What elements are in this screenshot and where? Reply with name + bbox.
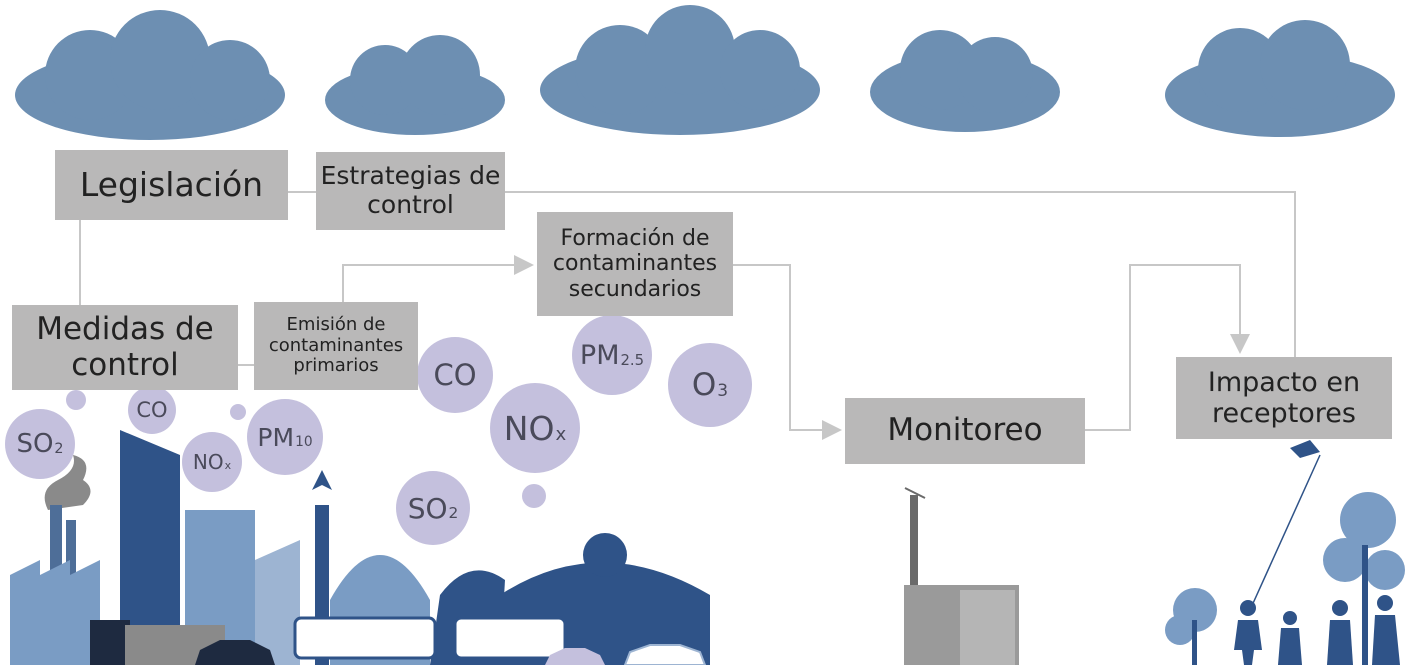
- connector-emision-formacion: [342, 255, 534, 302]
- car-icon: [545, 648, 605, 665]
- pollutant-main: CO: [433, 358, 477, 392]
- medidas-line2: control: [71, 346, 179, 383]
- pollutant-sub: 10: [295, 433, 313, 450]
- connector-estrategias-impacto: [505, 191, 1296, 358]
- tower-icon: [120, 430, 180, 665]
- pollutant-main: PM: [257, 422, 295, 452]
- person-icon: [1278, 611, 1302, 665]
- pollutant-main: SO: [16, 429, 54, 459]
- pollutant-sub: 2.5: [620, 351, 645, 370]
- bubble-o3: [668, 343, 752, 427]
- estrategias-line2: control: [367, 190, 454, 219]
- emision-box: Emisión de contaminantes primarios: [254, 302, 418, 390]
- pollutant-sub: 2: [54, 441, 64, 457]
- kite-icon: [1290, 440, 1320, 458]
- formacion-line2: contaminantes: [552, 251, 718, 277]
- pollutant-main: CO: [136, 398, 168, 422]
- emision-line1: Emisión de: [286, 313, 386, 335]
- bubble-decor: [230, 404, 246, 420]
- chimney-icon: [66, 520, 76, 615]
- city-skyline: [10, 430, 710, 665]
- legislacion-box: Legislación: [55, 150, 288, 220]
- bubble-decor: [66, 390, 86, 410]
- pollutant-sub: 3: [717, 380, 729, 401]
- pollutant-main: PM: [579, 339, 620, 371]
- person-icon: [1327, 600, 1353, 665]
- pollutant-main: NO: [192, 450, 224, 474]
- legislacion-label: Legislación: [79, 165, 264, 205]
- pollutant-bubbles: [5, 315, 752, 545]
- pollutant-sub: 2: [448, 504, 459, 523]
- monitoring-station-icon: [904, 487, 1019, 665]
- bubble-decor: [522, 484, 546, 508]
- cloud-icon: [15, 10, 285, 140]
- receptors-icon: [1165, 440, 1405, 665]
- clouds: [15, 5, 1395, 140]
- tree-icon: [1323, 492, 1405, 665]
- connector-formacion-monitoreo: [733, 264, 842, 440]
- monitoreo-box: Monitoreo: [845, 398, 1085, 464]
- cloud-icon: [870, 30, 1060, 132]
- cloud-icon: [540, 5, 820, 135]
- connectors: [79, 191, 1296, 440]
- emision-line3: primarios: [293, 355, 379, 377]
- bubble-so2-mid: [396, 471, 470, 545]
- cloud-icon: [325, 35, 505, 135]
- medidas-line1: Medidas de: [36, 310, 214, 347]
- formacion-line1: Formación de: [560, 226, 710, 252]
- bus-icon: [453, 616, 567, 660]
- pollutant-co-mid: CO: [417, 355, 493, 395]
- bubble-co-small: [128, 386, 176, 434]
- tree-icon: [1165, 588, 1217, 665]
- estrategias-line1: Estrategias de: [320, 161, 501, 191]
- bubble-co-mid: [417, 337, 493, 413]
- car-icon: [195, 640, 275, 665]
- pollutant-main: SO: [407, 491, 448, 525]
- palace-dome-icon: [583, 533, 627, 577]
- formacion-box: Formación de contaminantes secundarios: [537, 212, 733, 316]
- factory-icon: [10, 560, 100, 665]
- pollutant-main: O: [691, 367, 717, 403]
- pollutant-sub: x: [555, 423, 567, 445]
- cloud-icon: [1165, 20, 1395, 137]
- person-icon: [1372, 595, 1400, 665]
- impacto-line2: receptores: [1211, 398, 1356, 429]
- impacto-line1: Impacto en: [1207, 366, 1361, 398]
- building-icon: [255, 540, 300, 665]
- pollutant-sub: x: [224, 459, 232, 473]
- kite-string-icon: [1249, 454, 1321, 611]
- angel-statue-icon: [312, 470, 332, 490]
- emision-line2: contaminantes: [268, 334, 404, 356]
- pollutant-co-small: CO: [128, 395, 176, 425]
- truck-icon: [90, 620, 130, 665]
- bubble-pm10: [247, 399, 323, 475]
- medidas-box: Medidas de control: [12, 305, 238, 390]
- formacion-line3: secundarios: [568, 276, 702, 302]
- bus-icon: [293, 616, 437, 660]
- connector-monitoreo-impacto: [1085, 264, 1250, 431]
- car-icon: [623, 644, 707, 665]
- pollutant-main: NO: [503, 408, 555, 448]
- smoke-icon: [44, 455, 91, 510]
- bubble-nox-small: [182, 432, 242, 492]
- bubble-nox-big: [490, 383, 580, 473]
- person-icon: [1234, 600, 1262, 665]
- bubble-so2-left: [5, 409, 75, 479]
- monitoreo-label: Monitoreo: [887, 412, 1043, 449]
- estrategias-box: Estrategias de control: [316, 152, 505, 230]
- bubble-pm25: [572, 315, 652, 395]
- impacto-box: Impacto en receptores: [1176, 357, 1392, 439]
